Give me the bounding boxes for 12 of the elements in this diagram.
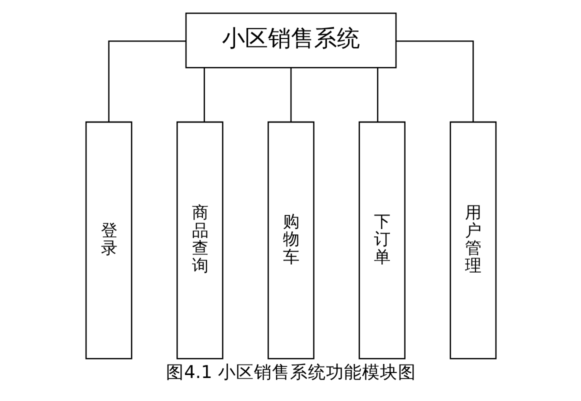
node-box: 下订单 [358, 121, 405, 360]
connector [290, 68, 292, 122]
node-box: 商品查询 [176, 121, 223, 360]
connector [376, 68, 378, 122]
connector [203, 68, 204, 122]
caption: 图4.1 小区销售系统功能模块图 [166, 362, 416, 383]
connector [396, 40, 474, 122]
node-box: 小区销售系统 [184, 12, 396, 68]
node-box: 登录 [84, 121, 132, 360]
node-box: 用户管理 [449, 121, 496, 360]
node-box: 购物车 [267, 121, 314, 360]
connector [108, 40, 186, 122]
